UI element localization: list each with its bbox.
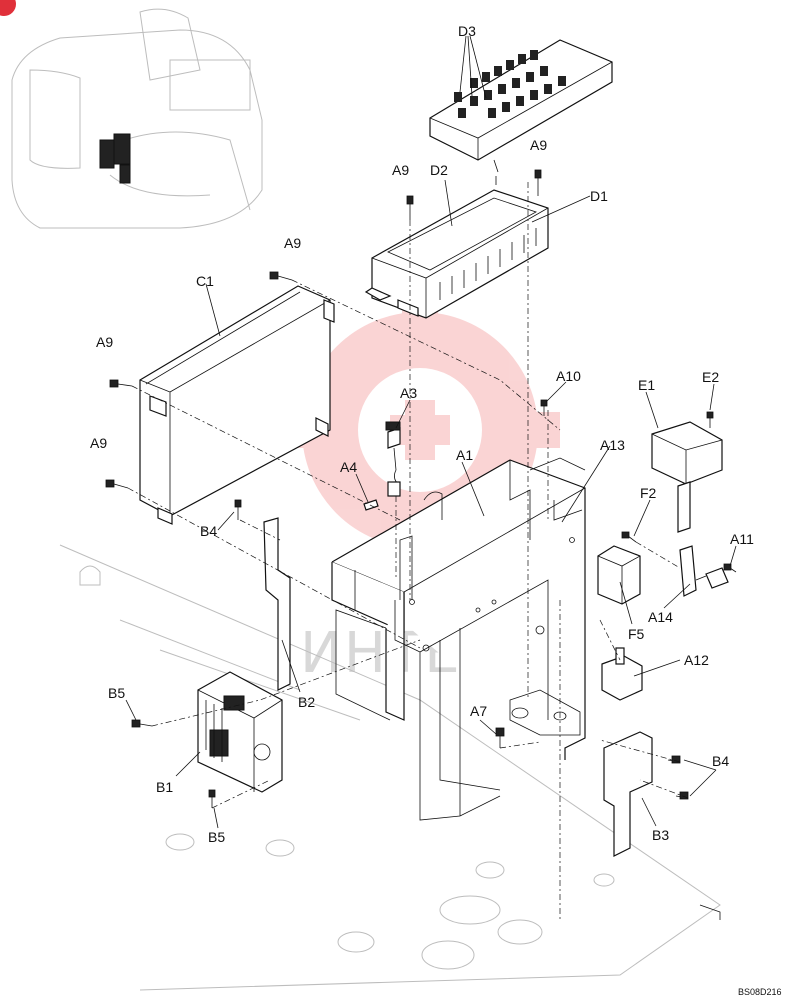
label-B4-left: B4 (200, 523, 217, 539)
cover-panel-C1 (139, 285, 335, 525)
label-D3: D3 (458, 23, 476, 39)
drawing-code: BS08D216 (738, 987, 782, 997)
controller-B1 (197, 671, 283, 793)
label-A10: A10 (556, 368, 581, 384)
excavator-overview-inset (11, 8, 263, 229)
label-F5: F5 (628, 626, 645, 642)
corner-marker (0, 0, 16, 16)
bracket-B2 (263, 517, 291, 691)
relay-F5 (597, 545, 641, 605)
label-E2: E2 (702, 369, 719, 385)
leader-lines (125, 35, 737, 829)
label-A9-d2: A9 (392, 162, 409, 178)
label-B5-top: B5 (108, 685, 125, 701)
tag-A4 (363, 499, 379, 511)
floor-plate (59, 544, 721, 991)
label-B5-bottom: B5 (208, 829, 225, 845)
fuse-relay-board-D3 (429, 39, 613, 185)
buzzer-A12 (601, 647, 643, 701)
label-B3: B3 (652, 827, 669, 843)
label-A13: A13 (600, 437, 625, 453)
label-B4-right: B4 (712, 753, 729, 769)
label-A1: A1 (456, 447, 473, 463)
module-E1 (651, 421, 723, 533)
part-labels: D3 A9 A9 D2 D1 A9 C1 A9 A3 A10 E1 E2 A9 … (90, 23, 754, 845)
label-A4: A4 (340, 459, 357, 475)
fuse-box-D1-D2 (364, 189, 549, 319)
label-A12: A12 (684, 652, 709, 668)
label-B2: B2 (298, 694, 315, 710)
label-A9-top: A9 (530, 137, 547, 153)
label-B1: B1 (156, 779, 173, 795)
label-E1: E1 (638, 377, 655, 393)
label-F2: F2 (640, 485, 657, 501)
label-A9-c1: A9 (284, 235, 301, 251)
connector-bracket-A14 (679, 545, 729, 597)
label-C1: C1 (196, 273, 214, 289)
label-D1: D1 (590, 188, 608, 204)
label-A9-left1: A9 (96, 334, 113, 350)
label-A11: A11 (730, 531, 754, 547)
label-A7: A7 (470, 703, 487, 719)
label-A14: A14 (648, 609, 673, 625)
main-bracket-frame-A1 (331, 457, 586, 821)
assembly-centerlines (127, 182, 689, 920)
relay-A3 (385, 421, 401, 497)
bracket-B3 (603, 731, 653, 857)
label-A9-left2: A9 (90, 435, 107, 451)
label-A3: A3 (400, 385, 417, 401)
label-D2: D2 (430, 162, 448, 178)
